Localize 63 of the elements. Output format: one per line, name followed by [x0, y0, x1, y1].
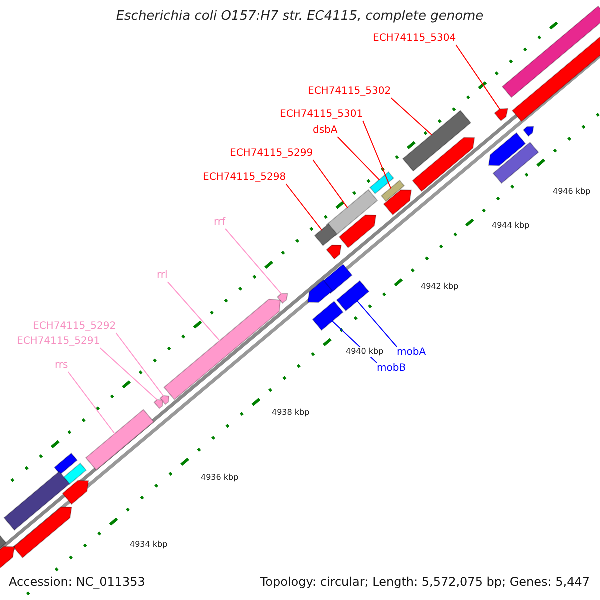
scale-label: 4934 kbp [130, 540, 168, 550]
leader-line [100, 348, 158, 401]
gene-bar [164, 298, 282, 400]
leader-line [456, 44, 501, 110]
gene-label: mobA [397, 347, 426, 359]
footer-text: Topology: circular; Length: 5,572,075 bp; Genes: 5,447 [260, 575, 590, 589]
leader-line [356, 300, 398, 348]
leader-line [390, 98, 433, 136]
gene-bar [54, 452, 78, 476]
gene-bar [63, 462, 87, 486]
gene-bar [383, 190, 412, 216]
gene-label: rrf [214, 217, 226, 229]
gene-bar [276, 293, 288, 304]
gene-bar [0, 546, 16, 570]
leader-line [362, 120, 392, 190]
leader-line [337, 136, 380, 181]
gene-bar [336, 280, 370, 312]
gene-label: ECH74115_5302 [308, 86, 392, 98]
gene-bar [338, 214, 377, 249]
scale-label: 4940 kbp [346, 347, 384, 357]
gene-bar [488, 132, 526, 166]
gene-bar [402, 110, 472, 172]
gene-bar [326, 244, 342, 260]
gene-bar [492, 142, 540, 184]
gene-label: ECH74115_5292 [33, 321, 116, 333]
gene-label: dsbA [313, 125, 338, 137]
gene-bar [370, 172, 394, 194]
scale-label: 4938 kbp [272, 408, 310, 418]
scale-label: 4936 kbp [201, 473, 239, 483]
gene-bar [326, 189, 378, 237]
leader-line [286, 184, 323, 231]
gene-bar [314, 224, 338, 246]
gene-bar [4, 471, 70, 531]
gene-bar [85, 409, 155, 471]
gene-bar [160, 395, 170, 406]
scale-label: 4942 kbp [421, 282, 459, 292]
leader-line [225, 228, 282, 295]
gene-label: ECH74115_5299 [230, 148, 314, 160]
leader-line [312, 160, 348, 209]
gene-bar [412, 137, 476, 192]
gene-bar [502, 6, 600, 98]
gene-bar [62, 480, 90, 506]
leader-line [116, 332, 164, 397]
scale-label: 4946 kbp [553, 187, 591, 197]
gene-bar [522, 126, 534, 137]
title: Escherichia coli O157:H7 str. EC4115, complete genome [115, 9, 485, 24]
gene-label: mobB [377, 363, 406, 375]
leader-line [167, 282, 221, 342]
gene-label: ECH74115_5301 [280, 109, 364, 121]
scale-label: 4944 kbp [492, 221, 530, 231]
footer-text: Accession: NC_011353 [9, 575, 146, 589]
gene-label: ECH74115_5304 [373, 33, 456, 45]
leader-line [68, 372, 116, 435]
gene-bar [307, 280, 334, 304]
gene-label: rrs [55, 360, 68, 372]
gene-bar [13, 506, 72, 559]
gene-bar [380, 180, 406, 202]
gene-label: ECH74115_5298 [203, 172, 286, 184]
gene-bar [494, 108, 509, 122]
gene-bar [154, 399, 164, 410]
gene-label: rrl [157, 270, 168, 282]
gene-label: ECH74115_5291 [17, 336, 100, 348]
gene-bar [312, 300, 344, 332]
